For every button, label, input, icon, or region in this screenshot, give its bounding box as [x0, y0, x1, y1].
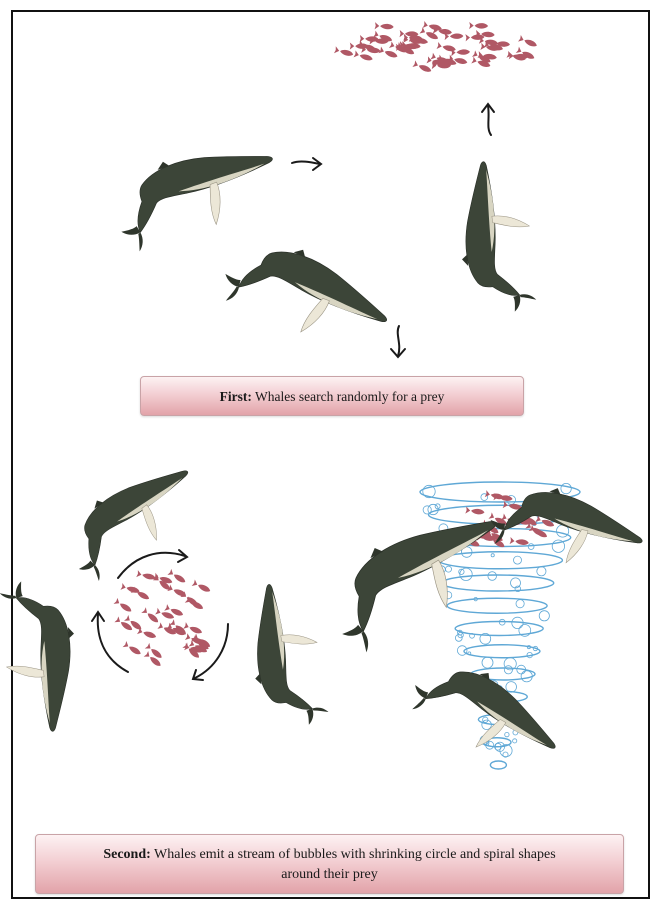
whale-icon: [55, 457, 214, 587]
fish-icon: [510, 537, 530, 547]
fish-school-icon: [114, 569, 213, 669]
bubble: [552, 540, 564, 552]
arrow-icon: [92, 612, 128, 672]
fish-icon: [465, 506, 485, 516]
bubble-ring: [447, 598, 547, 613]
bubble: [528, 544, 534, 550]
fish-icon: [469, 22, 488, 30]
fish-icon: [378, 47, 398, 60]
bubble: [539, 611, 549, 621]
fish-icon: [114, 616, 134, 632]
caption-second-phase: Second: Whales emit a stream of bubbles …: [35, 834, 624, 894]
bubble: [482, 720, 492, 730]
whale-icon: [0, 581, 76, 732]
bubble: [516, 600, 524, 608]
fish-icon: [114, 598, 134, 614]
bubble: [428, 504, 438, 514]
caption-second-lead: Second:: [103, 847, 150, 862]
arrow-icon: [292, 158, 321, 170]
fish-icon: [529, 525, 549, 540]
caption-second-text-line2: around their prey: [281, 867, 377, 882]
bubble: [482, 657, 493, 668]
bubble: [446, 566, 452, 572]
fish-icon: [192, 579, 212, 594]
fish-school-icon: [334, 21, 538, 74]
fish-icon: [412, 60, 432, 74]
whale-icon: [460, 161, 541, 312]
fish-icon: [136, 570, 156, 581]
bubble-ring: [464, 645, 540, 658]
whale-icon: [109, 139, 286, 254]
bubble: [521, 671, 532, 682]
caption-second-text: Whales emit a stream of bubbles with shr…: [151, 847, 556, 862]
bubble: [457, 646, 467, 656]
bubble-ring: [442, 575, 554, 591]
bubble: [561, 483, 571, 493]
whale-icon: [252, 582, 329, 726]
bubble: [488, 572, 497, 581]
bubble: [514, 556, 522, 564]
bubble: [511, 578, 521, 588]
fish-icon: [375, 22, 394, 30]
bubble: [513, 739, 517, 743]
caption-first-lead: First:: [220, 389, 252, 404]
fish-icon: [145, 643, 164, 661]
bubble: [505, 732, 509, 736]
bubble: [506, 682, 517, 693]
bubble-ring: [438, 552, 562, 569]
fish-icon: [131, 587, 151, 602]
caption-first-text: Whales search randomly for a prey: [252, 389, 444, 404]
arrow-icon: [118, 550, 187, 578]
caption-first-phase: First: Whales search randomly for a prey: [140, 376, 524, 416]
arrow-icon: [391, 326, 405, 357]
fish-icon: [518, 35, 538, 49]
bubble: [423, 506, 431, 514]
fish-icon: [185, 596, 205, 611]
arrow-icon: [482, 104, 494, 135]
fish-icon: [123, 641, 143, 657]
bubble-ring: [490, 761, 506, 769]
fish-icon: [183, 622, 203, 636]
bubble: [537, 567, 546, 576]
whale-icon: [214, 222, 396, 375]
bubble: [491, 554, 494, 557]
whale-icon: [483, 469, 649, 595]
